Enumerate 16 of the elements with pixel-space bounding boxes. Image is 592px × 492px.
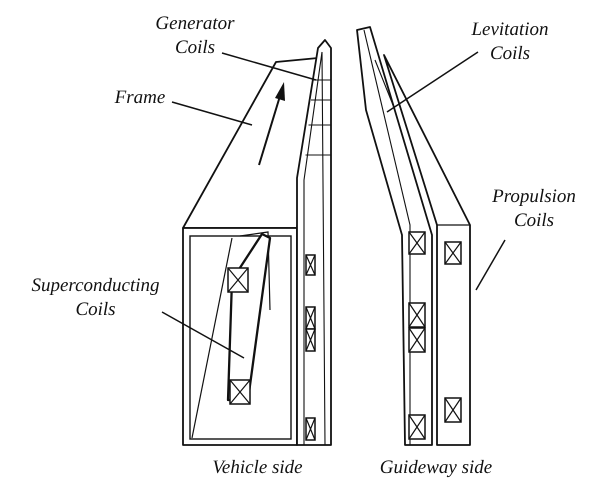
leader-line (386, 51, 478, 113)
coil-strip (296, 39, 332, 446)
coil-bar (226, 232, 272, 405)
part-label: Levitation Coils (455, 18, 565, 66)
side-caption: Vehicle side (211, 456, 304, 480)
coil-panel (383, 54, 471, 446)
part-label: Generator Coils (140, 12, 250, 60)
leader-line (222, 52, 316, 81)
part-label: Superconducting Coils (8, 274, 183, 322)
leader-line (172, 101, 252, 126)
coil-panel (356, 26, 433, 446)
leader-line (162, 311, 244, 359)
part-label: Frame (100, 86, 180, 110)
part-label: Propulsion Coils (478, 185, 590, 233)
leader-line (475, 240, 506, 290)
side-caption: Guideway side (378, 456, 494, 480)
